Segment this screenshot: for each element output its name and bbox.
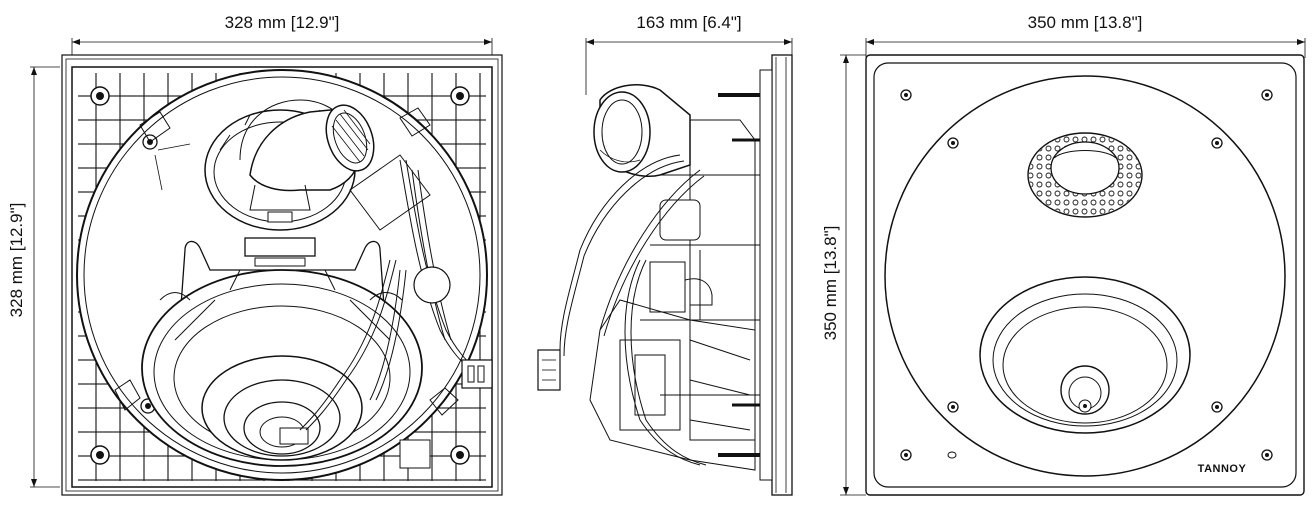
front-width-dimension [865,38,1306,58]
side-screws [718,93,760,457]
tannoy-logo: TANNOY [1198,463,1247,475]
side-view: 163 mm [6.4"] [537,13,793,496]
rear-wires [299,159,493,431]
front-height-dimension [840,54,866,496]
side-depth-label: 163 mm [6.4"] [636,13,741,32]
front-port-grille [1027,132,1143,218]
front-height-label: 350 mm [13.8"] [821,226,840,341]
rear-height-dimension [30,66,60,488]
rear-woofer [141,240,423,467]
rear-height-label: 328 mm [12.9"] [7,203,26,318]
rear-port-tube [204,99,375,231]
rear-view: 328 mm [12.9"] 328 mm [12.9"] [7,13,503,496]
side-port-tube [593,84,691,177]
front-view: 350 mm [13.8"] 350 mm [13.8"] [821,13,1306,496]
front-screws [900,89,1273,461]
rear-width-label: 328 mm [12.9"] [225,13,340,32]
front-woofer [979,276,1191,434]
front-width-label: 350 mm [13.8"] [1028,13,1143,32]
side-wires [537,154,707,466]
